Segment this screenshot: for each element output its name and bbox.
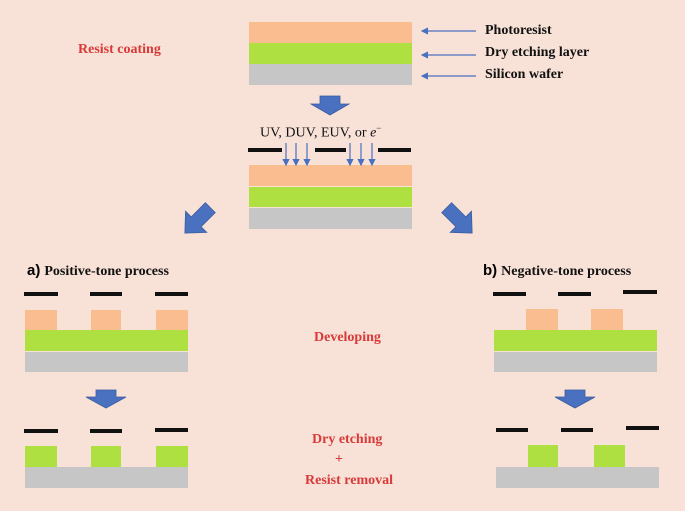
top-etch-layer	[249, 43, 412, 64]
positive-etch-mask-2	[90, 429, 122, 433]
exposure-wafer-layer	[249, 208, 412, 229]
negative-resist-block-2	[591, 309, 623, 330]
positive-etched-block-3	[156, 446, 188, 467]
negative-dev-mask-1	[493, 292, 526, 296]
step-resist-coating: Resist coating	[78, 42, 161, 57]
negative-dev-mask-3	[623, 290, 657, 294]
negative-etch-mask-2	[561, 428, 593, 432]
block-arrow-down-positive	[85, 389, 127, 409]
positive-resist-block-3	[156, 310, 188, 330]
positive-dev-mask-2	[90, 292, 122, 296]
negative-process-letter: b)	[483, 262, 498, 279]
step-plus: +	[335, 452, 343, 467]
label-photoresist: Photoresist	[485, 23, 552, 38]
exposure-label-electron: e	[370, 125, 377, 141]
positive-dev-etch-layer	[25, 330, 188, 351]
exposure-mask-left	[248, 148, 282, 152]
negative-etched-block-2	[594, 445, 625, 467]
label-dry-etching-layer: Dry etching layer	[485, 45, 590, 60]
positive-etched-wafer-layer	[25, 467, 188, 488]
negative-dev-wafer-layer	[494, 352, 657, 372]
block-arrow-down-negative	[554, 389, 596, 409]
block-arrow-diagonal-left	[184, 202, 216, 234]
negative-dev-mask-2	[558, 292, 591, 296]
positive-dev-mask-1	[24, 292, 58, 296]
positive-etch-mask-3	[155, 428, 188, 432]
top-wafer-layer	[249, 64, 412, 85]
positive-process-label: Positive-tone process	[44, 264, 169, 279]
step-dry-etching: Dry etching	[312, 432, 383, 447]
exposure-photoresist-layer	[249, 165, 412, 186]
negative-etch-mask-1	[496, 428, 528, 432]
negative-process-title: b) Negative-tone process	[483, 262, 631, 280]
negative-process-label: Negative-tone process	[501, 264, 632, 279]
positive-process-title: a) Positive-tone process	[27, 262, 169, 280]
step-resist-removal: Resist removal	[305, 473, 393, 488]
positive-etch-mask-1	[24, 429, 58, 433]
positive-etched-block-2	[91, 446, 121, 467]
step-developing: Developing	[314, 330, 381, 345]
positive-resist-block-1	[25, 310, 57, 330]
block-arrow-diagonal-right	[441, 202, 473, 234]
negative-resist-block-1	[526, 309, 558, 330]
negative-etched-block-1	[528, 445, 558, 467]
block-arrow-down-top	[309, 95, 351, 116]
positive-etched-block-1	[25, 446, 57, 467]
exposure-label-superscript: −	[376, 123, 382, 133]
label-silicon-wafer: Silicon wafer	[485, 67, 564, 82]
positive-resist-block-2	[91, 310, 121, 330]
positive-dev-wafer-layer	[25, 352, 188, 372]
exposure-mask-right	[378, 148, 411, 152]
positive-dev-mask-3	[155, 292, 188, 296]
negative-dev-etch-layer	[494, 330, 657, 351]
exposure-etch-layer	[249, 187, 412, 207]
negative-etch-mask-3	[626, 426, 659, 430]
exposure-label: UV, DUV, EUV, or e−	[260, 123, 381, 142]
positive-process-letter: a)	[27, 262, 41, 279]
exposure-label-text: UV, DUV, EUV, or	[260, 125, 371, 141]
top-photoresist-layer	[249, 22, 412, 43]
negative-etched-wafer-layer	[496, 467, 659, 488]
exposure-mask-middle	[315, 148, 346, 152]
